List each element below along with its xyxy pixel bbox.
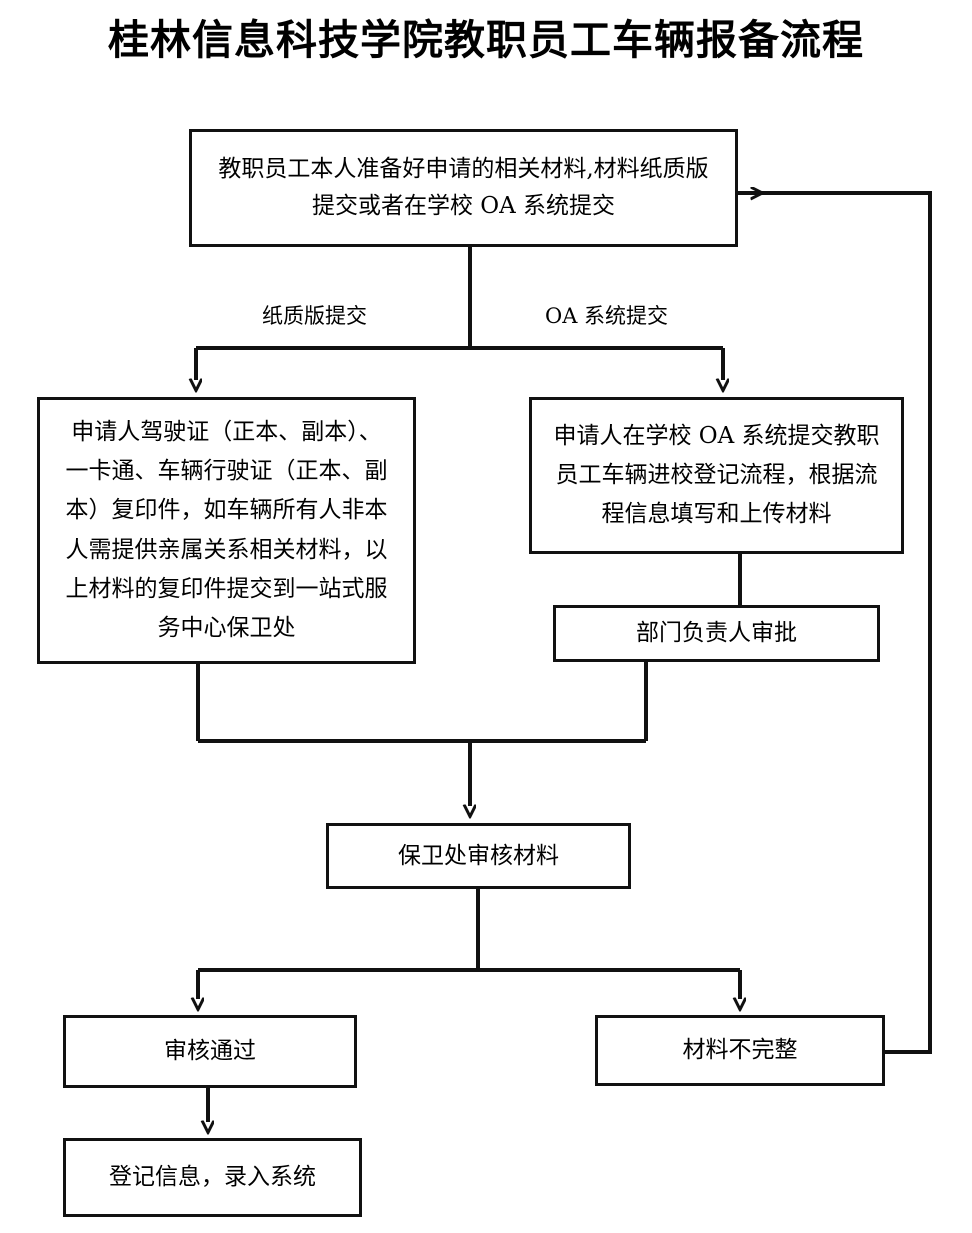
node-start-label: 教职员工本人准备好申请的相关材料,材料纸质版 提交或者在学校 OA 系统提交: [218, 155, 709, 219]
page-title: 桂林信息科技学院教职员工车辆报备流程: [108, 16, 864, 64]
node-dept-approval-label: 部门负责人审批: [636, 620, 797, 647]
node-approved[interactable]: 审核通过: [63, 1015, 357, 1088]
edge-review-split: [198, 889, 740, 999]
node-register-label: 登记信息，录入系统: [109, 1164, 316, 1191]
edge-label-paper-branch: 纸质版提交: [262, 304, 367, 328]
node-incomplete[interactable]: 材料不完整: [595, 1015, 885, 1086]
node-register[interactable]: 登记信息，录入系统: [63, 1138, 362, 1217]
node-security-review-label: 保卫处审核材料: [398, 842, 559, 869]
node-paper-materials-label: 申请人驾驶证（正本、副本）、 一卡通、车辆行驶证（正本、副 本）复印件，如车辆所…: [65, 419, 388, 641]
node-approved-label: 审核通过: [164, 1038, 256, 1065]
node-start[interactable]: 教职员工本人准备好申请的相关材料,材料纸质版 提交或者在学校 OA 系统提交: [189, 129, 738, 247]
node-paper-materials[interactable]: 申请人驾驶证（正本、副本）、 一卡通、车辆行驶证（正本、副 本）复印件，如车辆所…: [37, 397, 416, 664]
node-security-review[interactable]: 保卫处审核材料: [326, 823, 631, 889]
node-oa-submit-label: 申请人在学校 OA 系统提交教职 员工车辆进校登记流程，根据流 程信息填写和上传…: [553, 422, 880, 528]
edge-merge-to-review: [196, 662, 648, 806]
edge-label-oa-branch: OA 系统提交: [545, 304, 669, 328]
node-oa-submit[interactable]: 申请人在学校 OA 系统提交教职 员工车辆进校登记流程，根据流 程信息填写和上传…: [529, 397, 904, 554]
node-dept-approval[interactable]: 部门负责人审批: [553, 605, 880, 662]
node-incomplete-label: 材料不完整: [682, 1037, 798, 1064]
